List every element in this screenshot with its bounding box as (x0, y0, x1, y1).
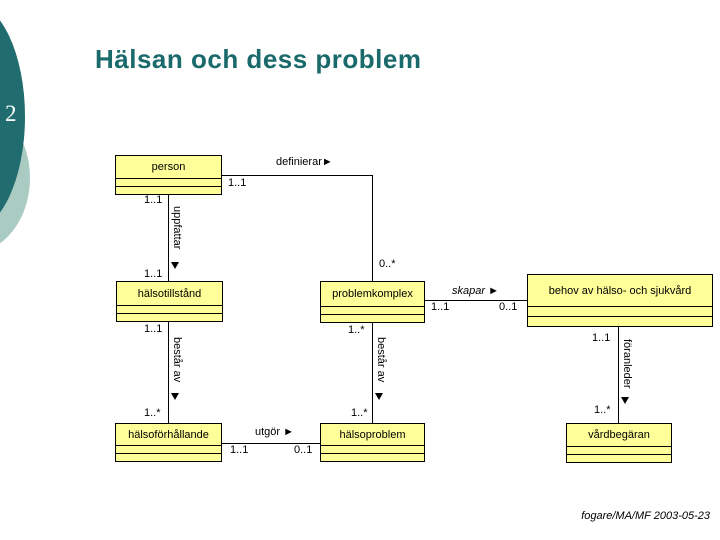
class-box-halsotillstand: hälsotillstånd (116, 281, 223, 322)
multiplicity-label: 0..1 (499, 301, 518, 313)
class-box-person: person (115, 155, 222, 195)
class-box-problemkomplex: problemkomplex (320, 281, 425, 323)
arrow-down-icon (621, 397, 629, 404)
association-label-foranleder: föranleder (621, 339, 633, 389)
attributes-compartment (117, 305, 222, 313)
class-box-vardbegaran: vårdbegäran (566, 423, 672, 463)
association-line-foranleder (618, 327, 619, 423)
multiplicity-label: 1..* (144, 407, 161, 419)
class-box-halsoforhallande: hälsoförhållande (115, 423, 222, 462)
association-line-skapar (425, 300, 527, 301)
multiplicity-label: 1..* (351, 407, 368, 419)
class-name-behov: behov av hälso- och sjukvård (548, 284, 692, 297)
association-line-bestar-av-1 (168, 322, 169, 423)
class-name-vardbegaran: vårdbegäran (588, 429, 650, 441)
class-name-halsoforhallande: hälsoförhållande (128, 428, 209, 441)
multiplicity-label: 1..1 (144, 194, 163, 206)
operations-compartment (116, 186, 221, 194)
multiplicity-label: 1..1 (592, 332, 611, 344)
multiplicity-label: 1..1 (144, 323, 163, 335)
association-label-skapar: skapar ► (452, 285, 499, 297)
association-label-definierar: definierar► (276, 156, 333, 168)
footer-credit: fogare/MA/MF 2003-05-23 (581, 510, 710, 522)
operations-compartment (321, 314, 424, 322)
operations-compartment (321, 453, 424, 461)
multiplicity-label: 0..1 (294, 444, 313, 456)
attributes-compartment (321, 306, 424, 314)
class-box-behov-av-halso-och-sjukvard: behov av hälso- och sjukvård (527, 274, 713, 327)
multiplicity-label: 1..* (594, 404, 611, 416)
operations-compartment (567, 454, 671, 462)
class-name-halsotillstand: hälsotillstånd (137, 287, 202, 300)
operations-compartment (528, 316, 712, 326)
association-label-utgor: utgör ► (255, 426, 295, 438)
slide-number: 2 (5, 101, 17, 126)
slide-title: Hälsan och dess problem (95, 44, 422, 74)
multiplicity-label: 1..1 (230, 444, 249, 456)
multiplicity-label: 0..* (379, 258, 396, 270)
multiplicity-label: 1..1 (228, 177, 247, 189)
association-label-bestar-av-1: består av (171, 337, 183, 383)
attributes-compartment (116, 178, 221, 186)
multiplicity-label: 1..1 (144, 268, 163, 280)
association-line-uppfattar (168, 195, 169, 281)
arrow-down-icon (375, 393, 383, 400)
association-label-uppfattar: uppfattar (171, 206, 183, 250)
association-line-definierar-horizontal (221, 175, 373, 176)
association-label-bestar-av-2: består av (375, 337, 387, 383)
multiplicity-label: 1..* (348, 324, 365, 336)
arrow-down-icon (171, 262, 179, 269)
arrow-down-icon (171, 393, 179, 400)
association-line-definierar-vertical (372, 175, 373, 281)
class-name-problemkomplex: problemkomplex (332, 288, 413, 300)
attributes-compartment (321, 445, 424, 453)
operations-compartment (116, 453, 221, 461)
class-box-halsoproblem: hälsoproblem (320, 423, 425, 462)
class-name-halsoproblem: hälsoproblem (339, 428, 406, 441)
operations-compartment (117, 313, 222, 321)
association-line-utgor (222, 443, 320, 444)
multiplicity-label: 1..1 (431, 301, 450, 313)
attributes-compartment (116, 445, 221, 453)
association-line-bestar-av-2 (372, 323, 373, 423)
attributes-compartment (567, 446, 671, 454)
attributes-compartment (528, 306, 712, 316)
class-name-person: person (151, 161, 186, 173)
